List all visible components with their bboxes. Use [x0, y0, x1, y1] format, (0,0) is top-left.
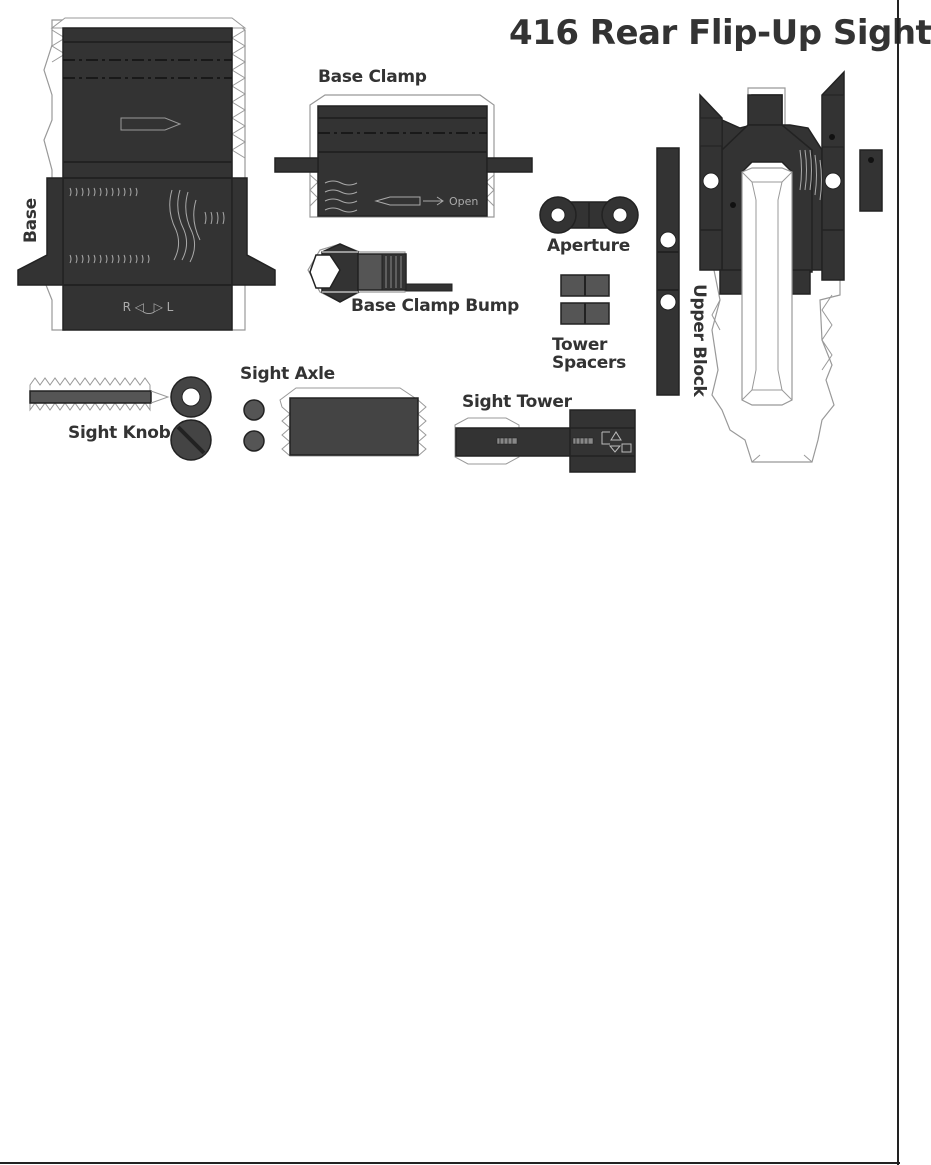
upper-block-part: [699, 70, 845, 463]
label-base-clamp-bump: Base Clamp Bump: [351, 296, 520, 316]
label-tower-spacers-line2: Spacers: [552, 353, 626, 373]
label-upper-block: Upper Block: [689, 284, 709, 397]
base-clamp-part: Open: [274, 94, 533, 218]
label-base-clamp: Base Clamp: [318, 67, 427, 87]
clamp-open-mark: Open: [449, 195, 478, 208]
parts-template: R ◁‿▷ L Open: [17, 17, 883, 473]
page-title: 416 Rear Flip-Up Sight: [509, 13, 931, 53]
label-aperture: Aperture: [547, 236, 630, 256]
sight-tower-part: [454, 409, 636, 473]
label-base: Base: [21, 198, 41, 243]
upper-block-strip: [656, 147, 680, 396]
base-clamp-bump-part: [307, 243, 453, 303]
base-part: R ◁‿▷ L: [17, 17, 276, 331]
sight-axle-part: [243, 387, 427, 457]
label-tower-spacers-line1: Tower: [552, 335, 608, 355]
tower-spacers-part: [560, 274, 610, 325]
label-sight-tower: Sight Tower: [462, 392, 572, 412]
label-sight-axle: Sight Axle: [240, 364, 335, 384]
upper-block-tab: [859, 149, 883, 212]
base-direction-mark: R ◁‿▷ L: [123, 300, 174, 314]
aperture-part: [539, 196, 639, 234]
page-edge-bottom: [0, 1162, 900, 1164]
label-sight-knob: Sight Knob: [68, 423, 171, 443]
page-edge-right: [897, 0, 899, 1165]
sight-knob-part: [29, 376, 212, 461]
